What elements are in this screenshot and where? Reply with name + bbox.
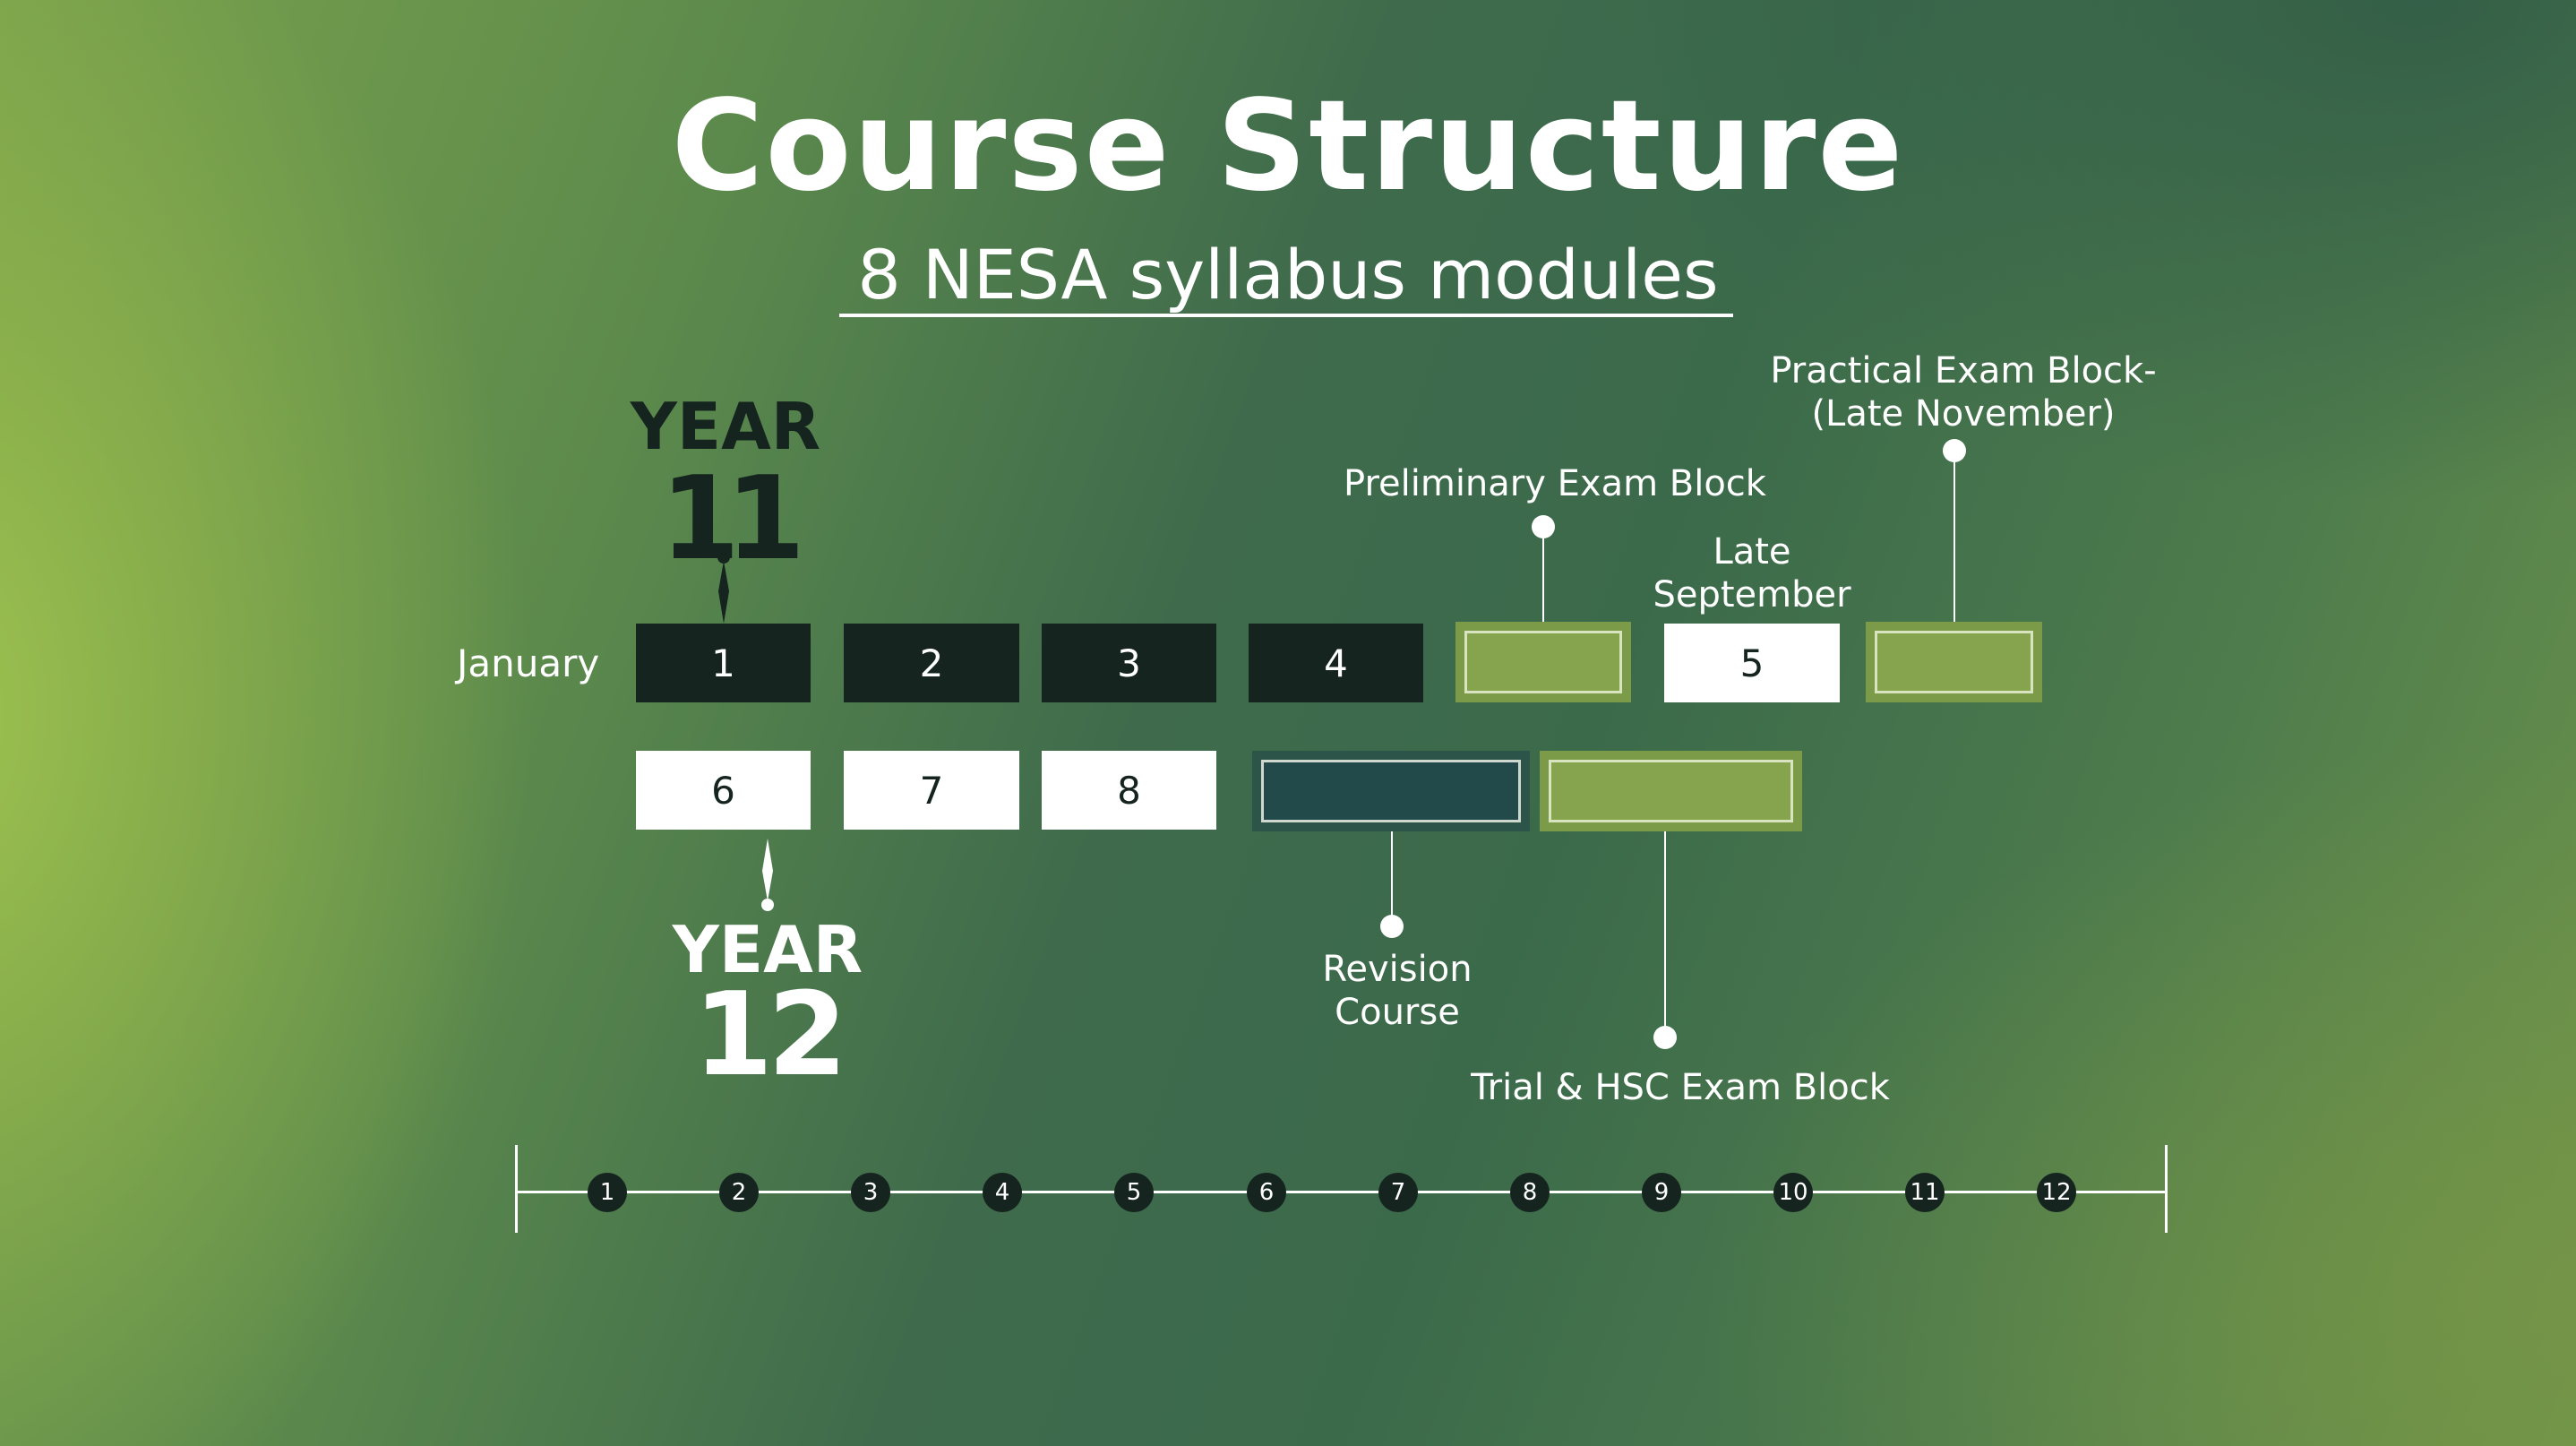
practical-exam-connector <box>1953 452 1955 622</box>
module-1-box: 1 <box>636 624 811 702</box>
module-3-box: 3 <box>1042 624 1216 702</box>
year-12-word: YEAR <box>672 912 863 987</box>
revision-course-label: Revision Course <box>1322 949 1473 1033</box>
trial-hsc-dot <box>1653 1026 1677 1049</box>
timeline-end-tick <box>2165 1145 2168 1233</box>
trial-hsc-connector <box>1664 831 1666 1037</box>
module-label: 3 <box>1117 641 1141 685</box>
timeline-node: 10 <box>1773 1173 1813 1212</box>
year-12-pointer <box>761 839 774 911</box>
timeline-node: 2 <box>719 1173 759 1212</box>
year-12-number: 12 <box>692 968 847 1102</box>
module-label: 6 <box>711 768 735 813</box>
module-4-box: 4 <box>1249 624 1423 702</box>
timeline-node: 3 <box>851 1173 890 1212</box>
timeline-node: 11 <box>1905 1173 1945 1212</box>
timeline-node: 1 <box>588 1173 627 1212</box>
module-5-box: 5 <box>1664 624 1840 702</box>
module-label: 2 <box>919 641 944 685</box>
module-2-box: 2 <box>844 624 1019 702</box>
preliminary-exam-label: Preliminary Exam Block <box>1344 463 1766 504</box>
module-8-box: 8 <box>1042 751 1216 830</box>
timeline-node: 9 <box>1642 1173 1681 1212</box>
timeline-node: 6 <box>1247 1173 1286 1212</box>
preliminary-exam-connector <box>1542 529 1544 622</box>
revision-course-box <box>1252 751 1530 831</box>
trial-hsc-label: Trial & HSC Exam Block <box>1471 1067 1890 1108</box>
timeline-node: 4 <box>983 1173 1022 1212</box>
module-label: 8 <box>1117 768 1141 813</box>
module-label: 7 <box>919 768 944 813</box>
practical-exam-label: Practical Exam Block- (Late November) <box>1770 350 2157 435</box>
timeline-axis <box>516 1191 2168 1193</box>
subtitle-underline <box>839 314 1733 317</box>
revision-course-connector <box>1391 831 1393 926</box>
year-11-number: 11 <box>659 452 805 586</box>
start-month-label: January <box>457 641 600 685</box>
year-11-pointer <box>717 551 730 624</box>
timeline-node: 8 <box>1510 1173 1550 1212</box>
trial-hsc-exam-box <box>1540 751 1802 831</box>
module-6-box: 6 <box>636 751 811 830</box>
year-11-word: YEAR <box>630 389 821 464</box>
page-title: Course Structure <box>671 73 1905 219</box>
module-label: 5 <box>1739 641 1765 685</box>
timeline-node: 7 <box>1378 1173 1418 1212</box>
module-label: 4 <box>1324 641 1348 685</box>
page-subtitle: 8 NESA syllabus modules <box>857 235 1719 314</box>
timeline-node: 12 <box>2037 1173 2076 1212</box>
module-label: 1 <box>711 641 735 685</box>
timeline-node: 5 <box>1114 1173 1154 1212</box>
preliminary-exam-box <box>1455 622 1631 702</box>
revision-course-dot <box>1380 915 1404 938</box>
late-september-label: Late September <box>1653 531 1851 615</box>
module-7-box: 7 <box>844 751 1019 830</box>
timeline-start-tick <box>515 1145 518 1233</box>
practical-exam-box <box>1866 622 2042 702</box>
